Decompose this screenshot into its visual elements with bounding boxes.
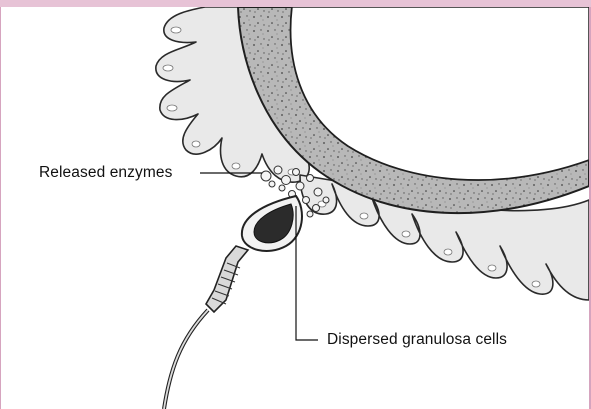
sperm-tail (164, 310, 208, 409)
label-dispersed-granulosa-cells: Dispersed granulosa cells (327, 331, 507, 349)
label-released-enzymes: Released enzymes (39, 164, 172, 182)
sperm (164, 196, 302, 409)
